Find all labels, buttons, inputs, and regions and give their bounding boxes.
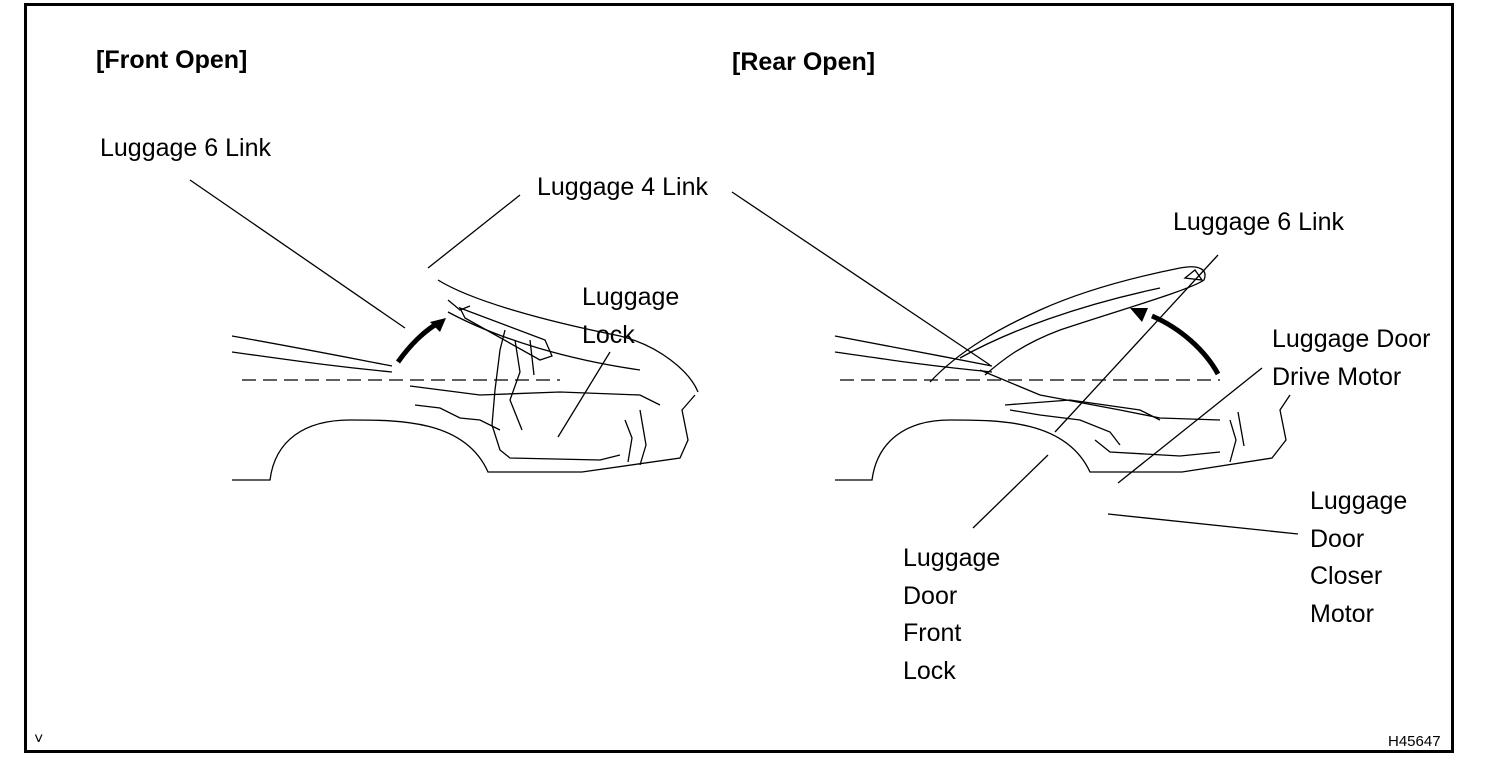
label-closer-motor-line-4: Motor (1310, 599, 1374, 628)
label-luggage-door-drive-motor: Luggage Door Drive Motor (1272, 321, 1430, 396)
label-luggage-4-link: Luggage 4 Link (537, 173, 708, 201)
leader-front-lock (557, 351, 611, 438)
leader-rear-front-lock (972, 454, 1049, 529)
label-luggage-lock-line-1: Luggage (582, 283, 680, 311)
label-front-lock-line-2: Door (903, 581, 958, 610)
label-closer-motor-line-3: Closer (1310, 562, 1383, 590)
figure-code: H45647 (1388, 733, 1441, 750)
label-front-lock-line-4: Lock (903, 656, 956, 685)
label-front-lock-line-1: Luggage (903, 544, 1001, 572)
label-front-luggage-6-link: Luggage 6 Link (100, 134, 271, 162)
front-open-car-drawing (231, 279, 699, 481)
leader-front-l6 (189, 179, 406, 329)
label-closer-motor-line-1: Luggage (1310, 487, 1408, 515)
label-rear-luggage-6-link: Luggage 6 Link (1173, 208, 1344, 236)
label-front-lock-line-3: Front (903, 619, 962, 647)
label-drive-motor-line-1: Luggage Door (1272, 325, 1431, 353)
rear-open-car-drawing (834, 266, 1291, 481)
label-luggage-door-front-lock: Luggage Door Front Lock (903, 540, 1000, 690)
label-luggage-lock: Luggage Lock (582, 279, 679, 354)
label-drive-motor-line-2: Drive Motor (1272, 362, 1402, 391)
leader-front-l4-front (427, 194, 521, 269)
rear-open-arrow (1151, 313, 1221, 376)
leader-rear-drive (1117, 367, 1263, 484)
diagram-frame (24, 3, 1454, 753)
label-closer-motor-line-2: Door (1310, 524, 1365, 553)
label-luggage-door-closer-motor: Luggage Door Closer Motor (1310, 483, 1407, 633)
leader-front-l4-rear (731, 191, 991, 366)
corner-mark: ˅ (34, 731, 44, 748)
leader-rear-closer (1107, 513, 1299, 535)
rear-open-arrow-head (1130, 308, 1148, 322)
front-open-arrow-head (430, 318, 446, 332)
rear-open-title: [Rear Open] (732, 48, 876, 76)
leader-rear-l6 (1054, 254, 1219, 433)
label-luggage-lock-line-2: Lock (582, 320, 635, 349)
front-open-title: [Front Open] (96, 46, 248, 74)
